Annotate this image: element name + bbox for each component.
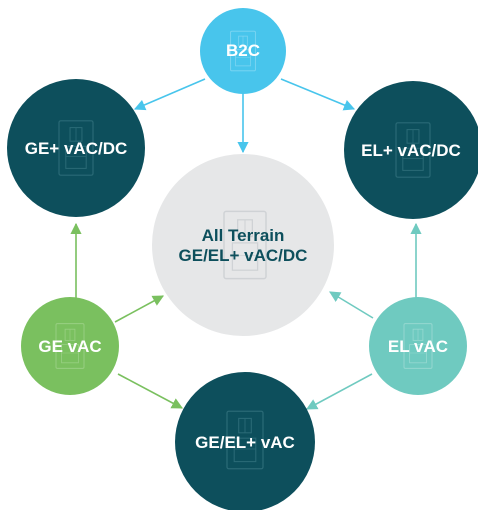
node-el-plus — [344, 81, 478, 219]
all-terrain-line1: All Terrain — [201, 226, 285, 246]
arrow-el-vac-to-ge-el-vac — [306, 373, 373, 410]
node-el-vac — [369, 297, 467, 395]
el-plus-text: EL+ vAC/DC — [361, 141, 461, 161]
node-el-vac-label: EL vAC — [370, 332, 466, 362]
node-ge-vac-label: GE vAC — [22, 332, 118, 362]
node-b2c-label: B2C — [200, 33, 286, 69]
arrow-b2c-to-el-plus — [280, 78, 356, 111]
all-terrain-line2: GE/EL+ vAC/DC — [178, 246, 308, 265]
node-ge-el-vac-label: GE/EL+ vAC — [176, 428, 314, 458]
node-b2c — [200, 8, 286, 94]
el-vac-text: EL vAC — [387, 337, 449, 357]
node-all-terrain — [152, 154, 334, 336]
node-ge-vac — [21, 297, 119, 395]
arrow-ge-vac-to-ge-el-vac — [117, 373, 183, 409]
arrow-b2c-to-ge-plus — [133, 78, 206, 111]
node-ge-plus-label: GE+ vAC/DC — [7, 134, 145, 164]
arrow-el-vac-to-all-terrain — [329, 291, 374, 319]
arrow-ge-vac-to-all-terrain — [114, 295, 164, 323]
b2c-text: B2C — [225, 41, 260, 61]
node-ge-el-vac — [175, 372, 315, 510]
node-all-terrain-label: All Terrain GE/EL+ vAC/DC — [152, 220, 334, 272]
node-el-plus-label: EL+ vAC/DC — [344, 136, 478, 166]
ge-el-vac-text: GE/EL+ vAC — [195, 433, 295, 453]
ge-plus-text: GE+ vAC/DC — [24, 139, 128, 159]
node-ge-plus — [7, 79, 145, 217]
ge-vac-text: GE vAC — [38, 337, 102, 357]
